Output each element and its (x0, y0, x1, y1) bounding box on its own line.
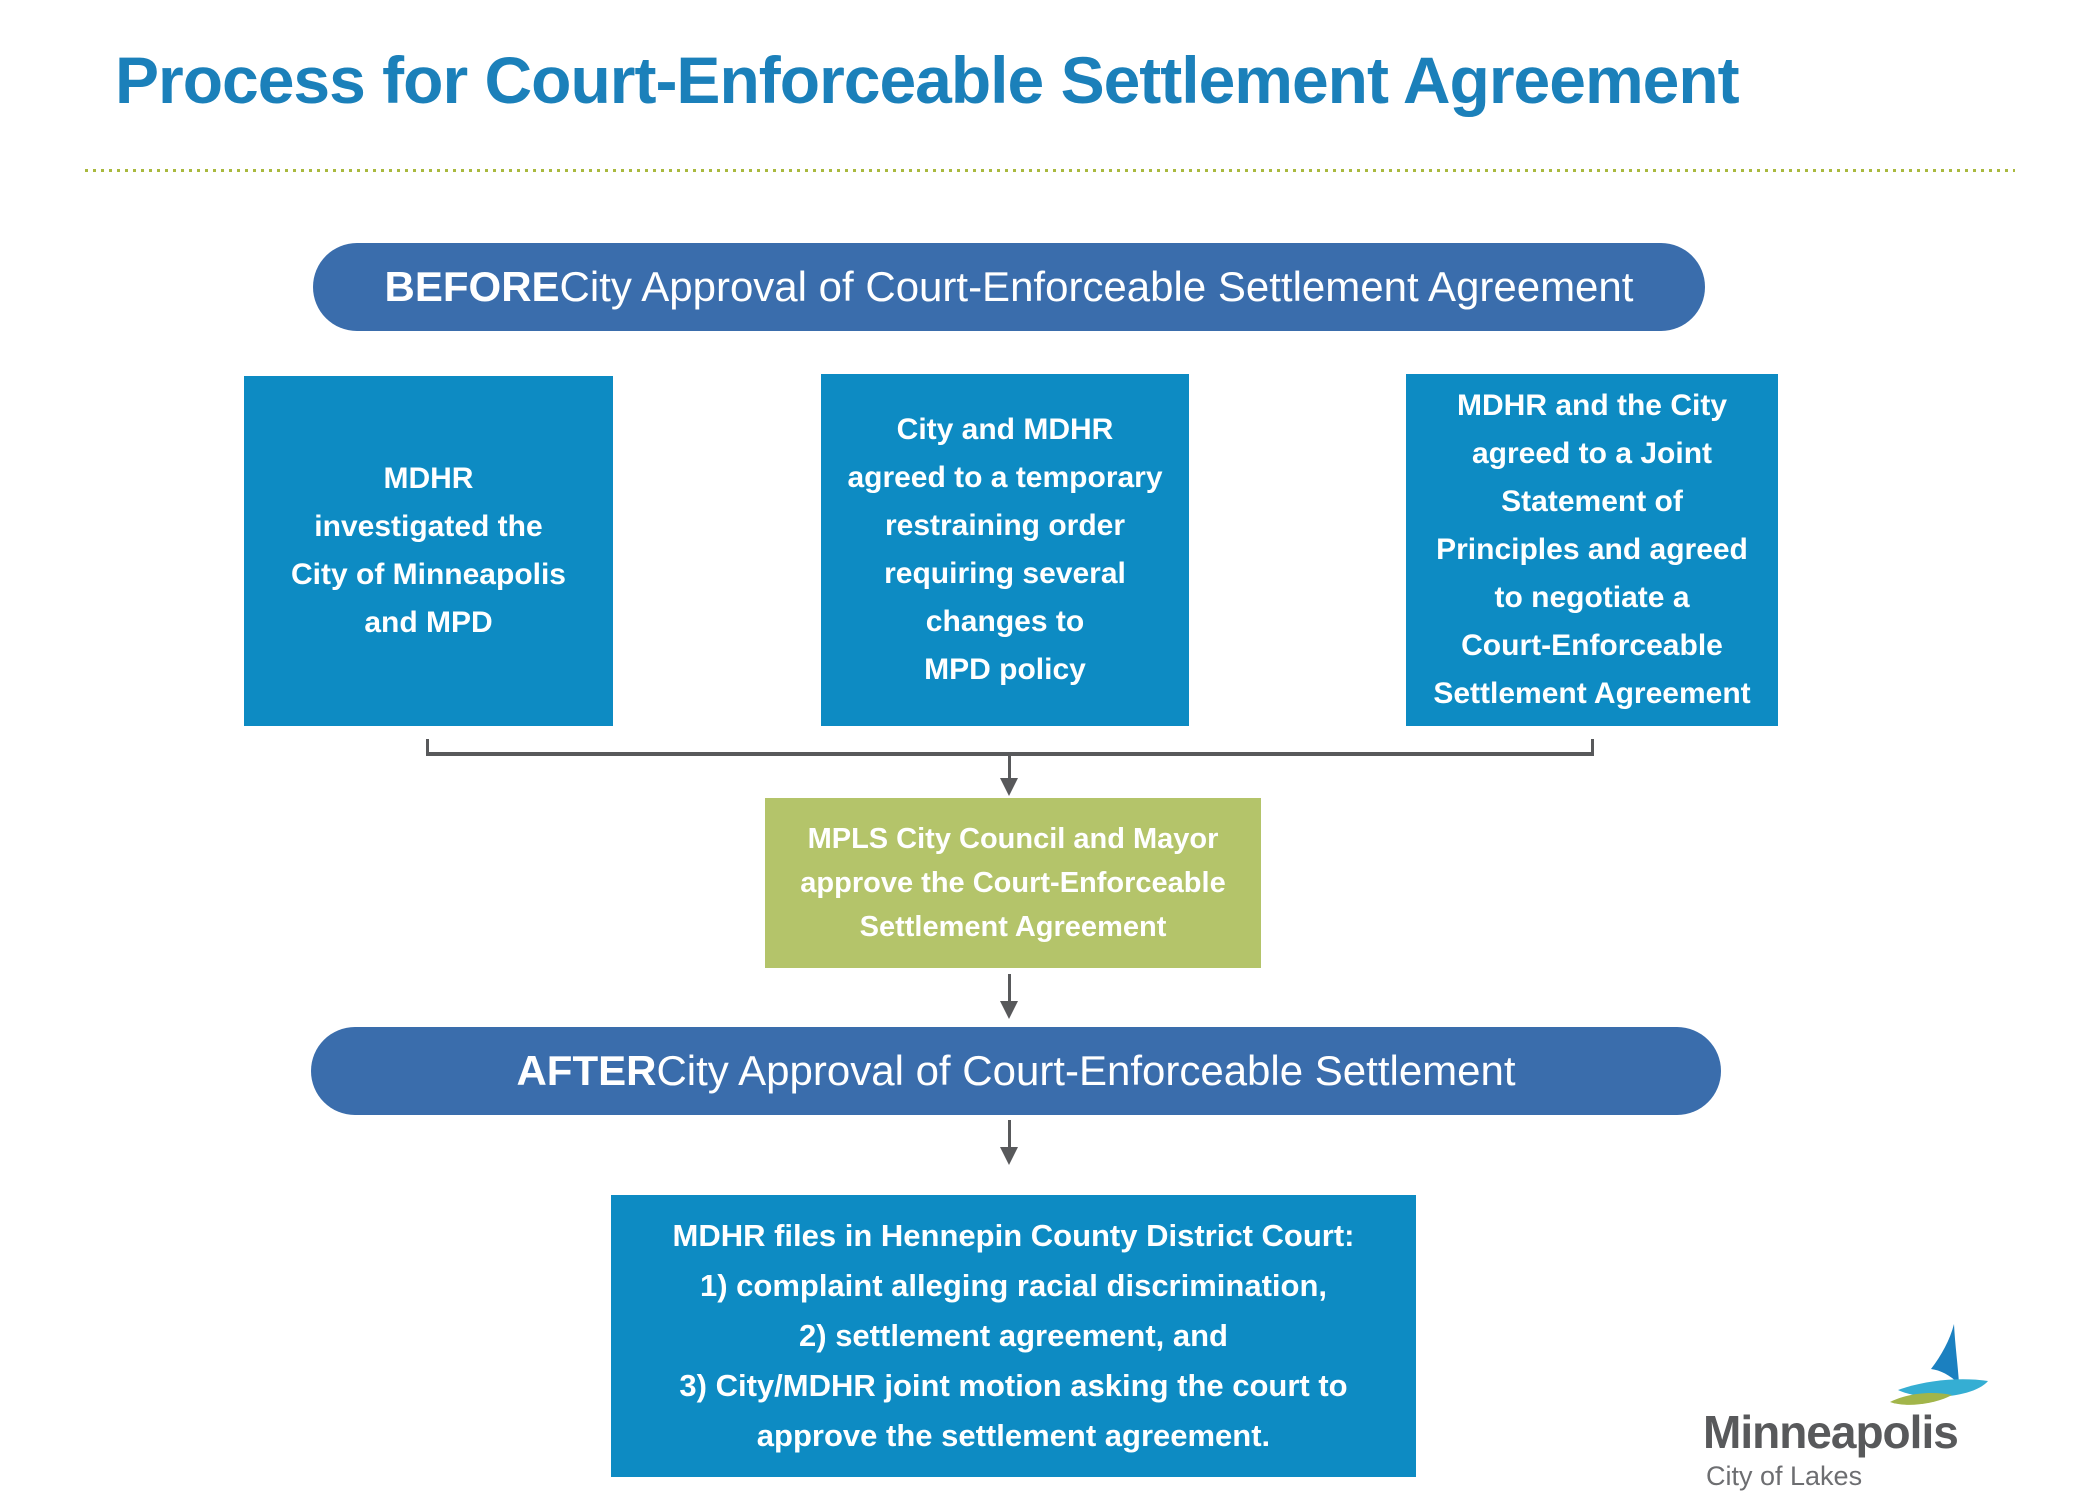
approval-box-text: MPLS City Council and Mayor approve the … (800, 823, 1226, 943)
filing-box: MDHR files in Hennepin County District C… (611, 1195, 1416, 1477)
before-banner-emphasis: BEFORE (384, 263, 560, 310)
connector-horizontal-line (426, 752, 1594, 756)
approval-box: MPLS City Council and Mayor approve the … (765, 798, 1261, 968)
logo-tagline: City of Lakes (1706, 1461, 1863, 1491)
connector-stub-left (426, 739, 429, 753)
arrow-to-after-shaft (1008, 974, 1011, 1002)
logo-wordmark: Minneapolis (1703, 1406, 1959, 1458)
arrow-to-filing-shaft (1008, 1120, 1011, 1148)
after-banner: AFTER City Approval of Court-Enforceable… (311, 1027, 1721, 1115)
arrow-to-approval-shaft (1008, 755, 1011, 779)
before-banner-text: City Approval of Court-Enforceable Settl… (559, 263, 1634, 310)
arrow-to-approval-head (1000, 778, 1018, 796)
step-box-restraining-order-text: City and MDHR agreed to a temporary rest… (847, 413, 1163, 686)
step-box-joint-statement: MDHR and the City agreed to a Joint Stat… (1406, 374, 1778, 726)
step-box-restraining-order: City and MDHR agreed to a temporary rest… (821, 374, 1189, 726)
filing-box-text: MDHR files in Hennepin County District C… (672, 1218, 1355, 1453)
after-banner-emphasis: AFTER (516, 1047, 657, 1094)
page-title: Process for Court-Enforceable Settlement… (115, 43, 1740, 117)
step-box-joint-statement-text: MDHR and the City agreed to a Joint Stat… (1433, 389, 1751, 710)
connector-stub-right (1591, 739, 1594, 753)
arrow-to-after-head (1000, 1001, 1018, 1019)
after-banner-text: City Approval of Court-Enforceable Settl… (656, 1047, 1516, 1094)
step-box-investigation: MDHR investigated the City of Minneapoli… (244, 376, 613, 726)
before-banner: BEFORE City Approval of Court-Enforceabl… (313, 243, 1705, 331)
step-box-investigation-text: MDHR investigated the City of Minneapoli… (290, 462, 566, 639)
dotted-separator (85, 169, 2015, 172)
sailboat-icon (1890, 1324, 1988, 1405)
arrow-to-filing-head (1000, 1147, 1018, 1165)
